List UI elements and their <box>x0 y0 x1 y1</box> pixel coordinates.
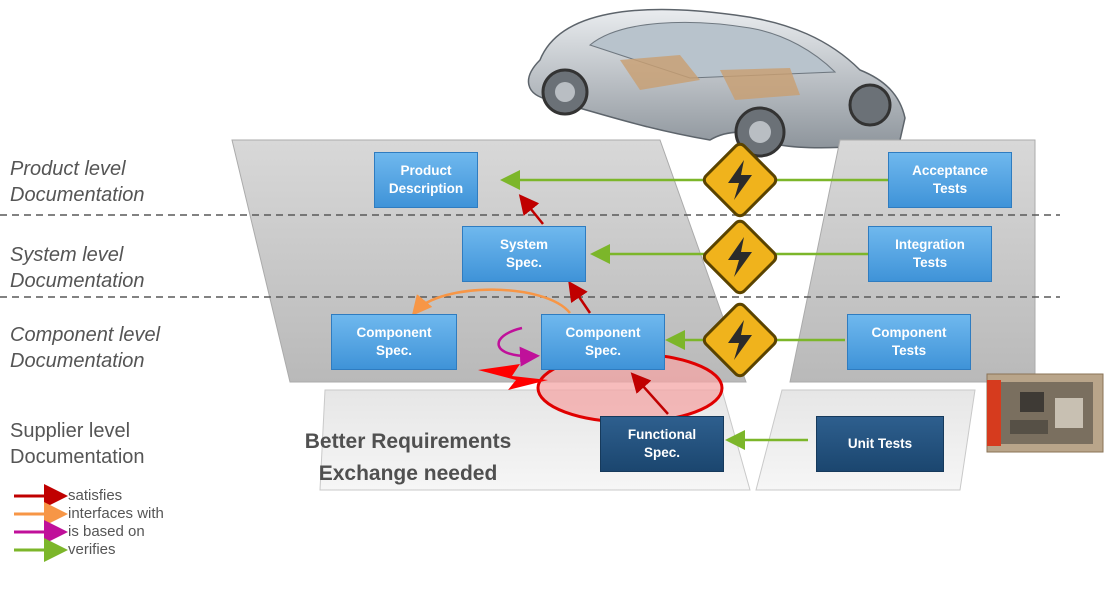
better-requirements-callout: Better Requirements Exchange needed <box>304 430 512 485</box>
supplier-level-label: Supplier level Documentation <box>10 420 145 468</box>
legend-verifies: verifies <box>68 541 116 558</box>
component-level-label: Component level Documentation <box>10 324 161 372</box>
warning-lightning-icon <box>702 302 778 378</box>
unit-tests-doc: Unit Tests <box>816 416 944 472</box>
car-image <box>527 8 906 158</box>
legend-satisfies: satisfies <box>68 487 123 504</box>
legend-is-based-on: is based on <box>68 523 145 540</box>
system-level-label: System level Documentation <box>10 244 145 292</box>
functional-spec-doc: Functional Spec. <box>600 416 724 472</box>
product-description-doc: Product Description <box>374 152 478 208</box>
lightning-bolt-icon <box>478 364 548 390</box>
warning-lightning-icon <box>702 219 778 295</box>
interfaces-with-arrow <box>411 288 571 316</box>
is-based-on-arrow <box>497 326 540 367</box>
system-spec-doc: System Spec. <box>462 226 586 282</box>
warning-lightning-icon <box>702 142 778 218</box>
ecu-board-image <box>986 373 1104 453</box>
satisfies-arrow <box>568 280 592 314</box>
component-tests-doc: Component Tests <box>847 314 971 370</box>
component-spec-mid-doc: Component Spec. <box>541 314 665 370</box>
satisfies-arrow <box>518 194 544 225</box>
product-level-label: Product level Documentation <box>10 158 145 206</box>
legend-interfaces-with: interfaces with <box>68 505 164 522</box>
acceptance-tests-doc: Acceptance Tests <box>888 152 1012 208</box>
integration-tests-doc: Integration Tests <box>868 226 992 282</box>
satisfies-arrow <box>630 372 669 415</box>
component-spec-left-doc: Component Spec. <box>331 314 457 370</box>
